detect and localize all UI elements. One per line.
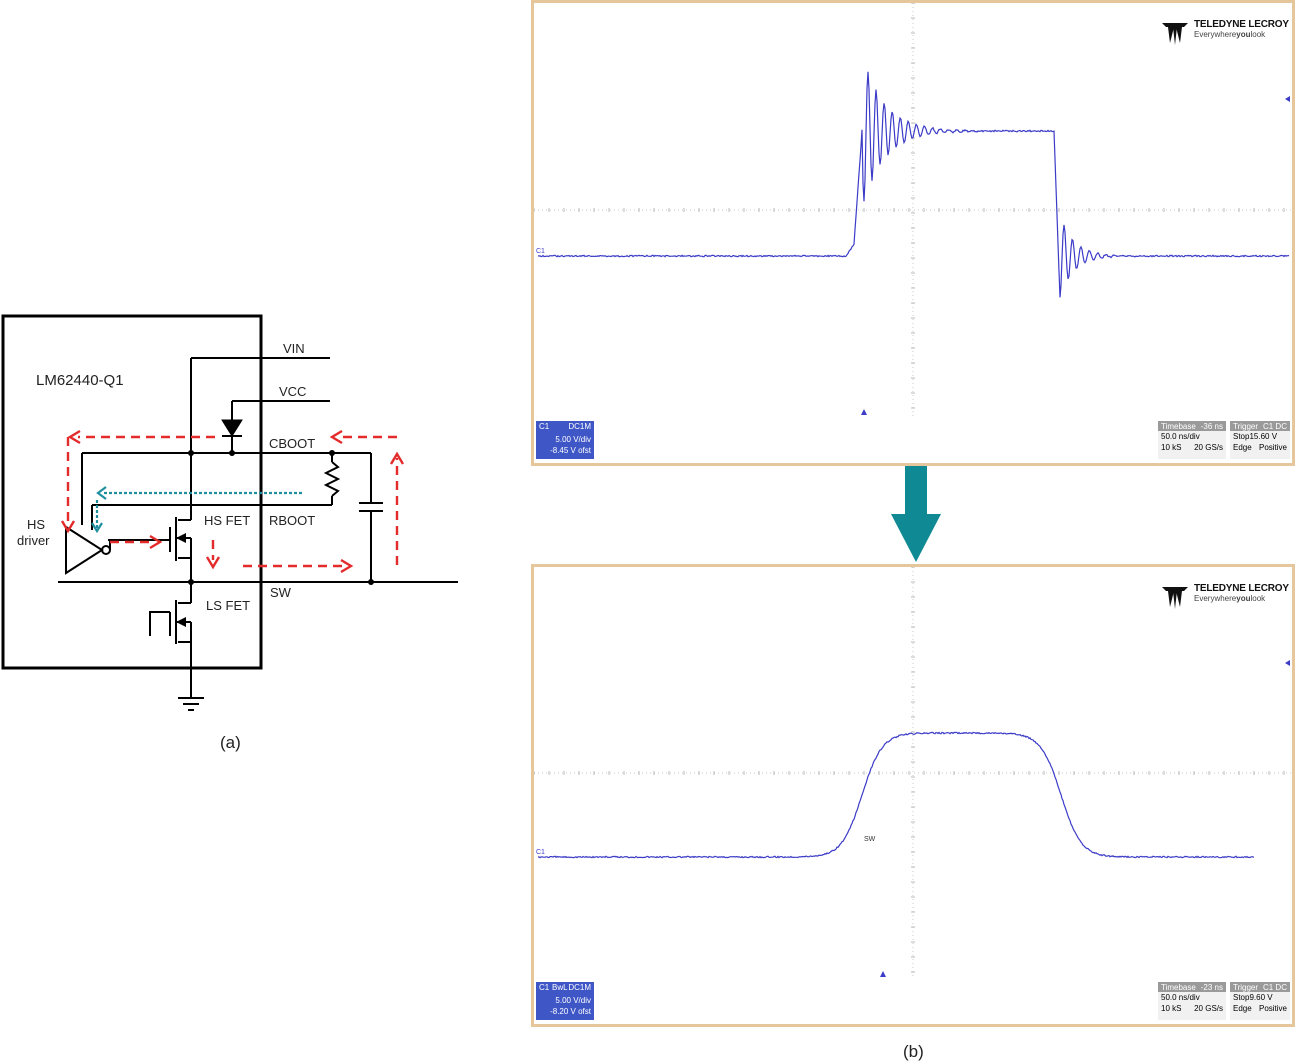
brand-tagline: Everywhereyoulook <box>1194 30 1266 39</box>
lecroy-logo-icon <box>1162 23 1188 45</box>
scope-after-graticule: C1 SW <box>534 567 1292 979</box>
trigger-level-marker <box>1285 96 1290 102</box>
lecroy-logo-icon <box>1162 587 1188 609</box>
ls-fet-label: LS FET <box>206 598 250 613</box>
channel-box[interactable]: C1 DC1M 5.00 V/div -8.45 V ofst <box>536 421 594 459</box>
pin-vin: VIN <box>283 341 305 356</box>
channel-box[interactable]: C1 BwL DC1M 5.00 V/div -8.20 V ofst <box>536 982 594 1020</box>
circuit-diagram: LM62440-Q1 VIN VCC CBOOT RBOOT SW HS FET… <box>1 314 458 711</box>
scope-after-statusbar: C1 BwL DC1M 5.00 V/div -8.20 V ofst Time… <box>534 980 1292 1024</box>
waveform-trace <box>537 731 1255 859</box>
scope-before: C1 TELEDYNE LECROY Everywhereyoulook C1 … <box>531 0 1295 466</box>
brand-name: TELEDYNE LECROY <box>1194 19 1289 30</box>
trace-label: SW <box>864 836 876 843</box>
scope-before-statusbar: C1 DC1M 5.00 V/div -8.45 V ofst Timebase… <box>534 419 1292 463</box>
hs-driver-label-2: driver <box>17 533 50 548</box>
hs-fet-label: HS FET <box>204 513 250 528</box>
chip-name: LM62440-Q1 <box>36 372 124 389</box>
scope-after: C1 SW TELEDYNE LECROY Everywhereyoulook C… <box>531 564 1295 1027</box>
pin-sw: SW <box>270 585 292 600</box>
brand-logo: TELEDYNE LECROY Everywhereyoulook <box>1160 17 1289 49</box>
pin-vcc: VCC <box>279 384 306 399</box>
channel-marker: C1 <box>536 248 545 255</box>
trigger-position-marker <box>861 409 867 415</box>
discharge-path <box>95 491 302 528</box>
charge-path <box>66 435 399 568</box>
scope-before-graticule: C1 <box>534 3 1292 417</box>
hs-driver-label-1: HS <box>27 517 45 532</box>
transition-arrow-icon <box>891 466 941 562</box>
trigger-position-marker <box>880 971 886 977</box>
pin-cboot: CBOOT <box>269 436 315 451</box>
waveform-trace <box>537 71 1290 298</box>
trigger-level-marker <box>1285 660 1290 666</box>
brand-logo: TELEDYNE LECROY Everywhereyoulook <box>1160 581 1289 613</box>
channel-marker: C1 <box>536 849 545 856</box>
pin-rboot: RBOOT <box>269 513 315 528</box>
caption-a: (a) <box>220 733 241 752</box>
brand-name: TELEDYNE LECROY <box>1194 583 1289 594</box>
caption-b: (b) <box>903 1042 924 1061</box>
brand-tagline: Everywhereyoulook <box>1194 594 1266 603</box>
